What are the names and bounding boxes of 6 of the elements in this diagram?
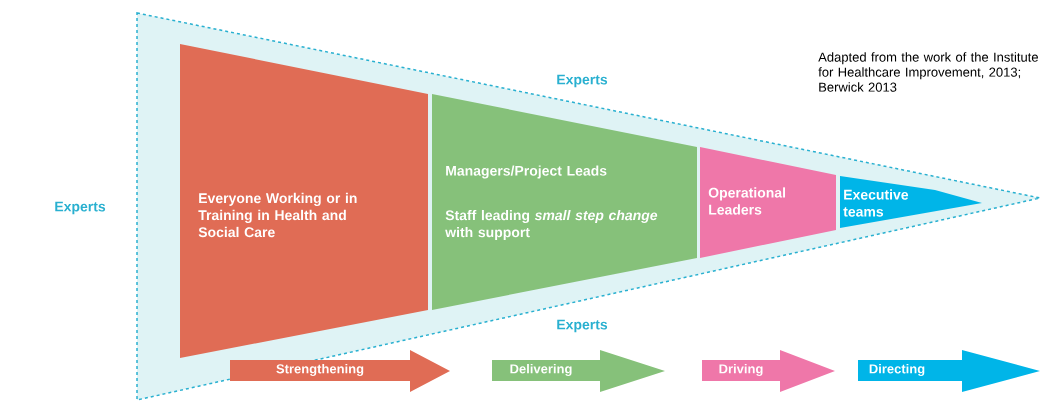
trapezoid-box: Operational Leaders — [700, 147, 836, 258]
trapezoid-box: Executive teams — [840, 176, 982, 228]
source-note: Adapted from the work of the Institute for Healthcare Improvement, 2013; Berwick 2013 — [818, 52, 1038, 92]
side-label: Experts — [55, 201, 106, 215]
trapezoid-box: Everyone Working or in Training in Health and Social Care — [180, 44, 428, 358]
trapezoid-box: Managers/Project Leads Staff leading small step change with support — [432, 94, 697, 310]
